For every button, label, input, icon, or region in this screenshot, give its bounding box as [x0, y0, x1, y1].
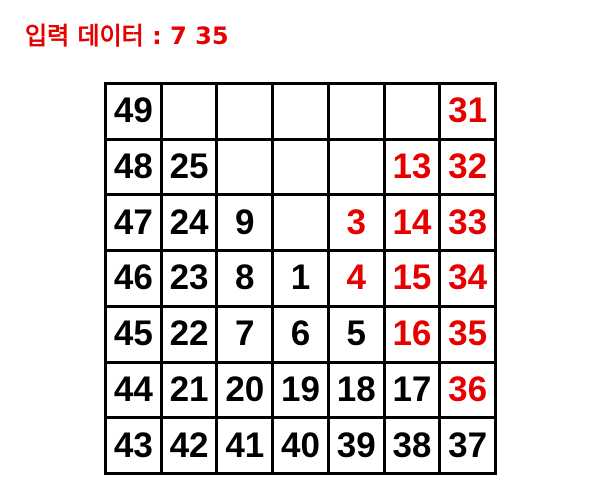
grid-cell-r5-c7: 35 — [441, 307, 497, 364]
input-data-label: 입력 데이터 : 7 35 — [25, 22, 229, 50]
grid-cell-r7-c6: 38 — [385, 419, 442, 475]
grid-cell-r2-c5 — [329, 140, 386, 197]
grid-cell-r1-c6 — [385, 85, 442, 141]
grid-cell-r5-c1: 45 — [107, 307, 163, 364]
grid-cell-r1-c2 — [162, 85, 219, 141]
grid-cell-r3-c6: 14 — [385, 196, 442, 253]
grid-cell-r2-c2: 25 — [162, 140, 219, 197]
grid-cell-r5-c2: 22 — [162, 307, 219, 364]
grid-cell-r7-c7: 37 — [441, 419, 497, 475]
grid-cell-r5-c3: 7 — [218, 307, 275, 364]
grid-cell-r2-c3 — [218, 140, 275, 197]
grid-cell-r4-c4: 1 — [274, 252, 330, 308]
grid-cell-r2-c4 — [274, 140, 330, 197]
grid-cell-r3-c7: 33 — [441, 196, 497, 253]
grid-cell-r5-c5: 5 — [329, 307, 386, 364]
grid-cell-r1-c1: 49 — [107, 85, 163, 141]
grid-cell-r2-c1: 48 — [107, 140, 163, 197]
grid-cell-r4-c6: 15 — [385, 252, 442, 308]
grid-cell-r6-c5: 18 — [329, 363, 386, 420]
grid-cell-r6-c1: 44 — [107, 363, 163, 420]
grid-cell-r1-c7: 31 — [441, 85, 497, 141]
grid-cell-r3-c5: 3 — [329, 196, 386, 253]
grid-cell-r7-c5: 39 — [329, 419, 386, 475]
grid-cell-r4-c3: 8 — [218, 252, 275, 308]
grid-cell-r3-c2: 24 — [162, 196, 219, 253]
grid-cell-r6-c7: 36 — [441, 363, 497, 420]
grid-cell-r7-c1: 43 — [107, 419, 163, 475]
grid-cell-r7-c2: 42 — [162, 419, 219, 475]
grid-cell-r1-c5 — [329, 85, 386, 141]
grid-cell-r6-c6: 17 — [385, 363, 442, 420]
grid-cell-r4-c2: 23 — [162, 252, 219, 308]
grid-cell-r4-c5: 4 — [329, 252, 386, 308]
grid-cell-r6-c3: 20 — [218, 363, 275, 420]
grid-cell-r5-c6: 16 — [385, 307, 442, 364]
grid-cell-r5-c4: 6 — [274, 307, 330, 364]
grid-cell-r2-c7: 32 — [441, 140, 497, 197]
grid-cell-r3-c1: 47 — [107, 196, 163, 253]
grid-cell-r1-c4 — [274, 85, 330, 141]
grid-cell-r4-c7: 34 — [441, 252, 497, 308]
grid-cell-r3-c4 — [274, 196, 330, 253]
grid-cell-r7-c3: 41 — [218, 419, 275, 475]
grid-cell-r7-c4: 40 — [274, 419, 330, 475]
grid-cell-r4-c1: 46 — [107, 252, 163, 308]
grid-cell-r2-c6: 13 — [385, 140, 442, 197]
grid-cell-r1-c3 — [218, 85, 275, 141]
grid-cell-r6-c2: 21 — [162, 363, 219, 420]
grid-cell-r6-c4: 19 — [274, 363, 330, 420]
grid-cell-r3-c3: 9 — [218, 196, 275, 253]
